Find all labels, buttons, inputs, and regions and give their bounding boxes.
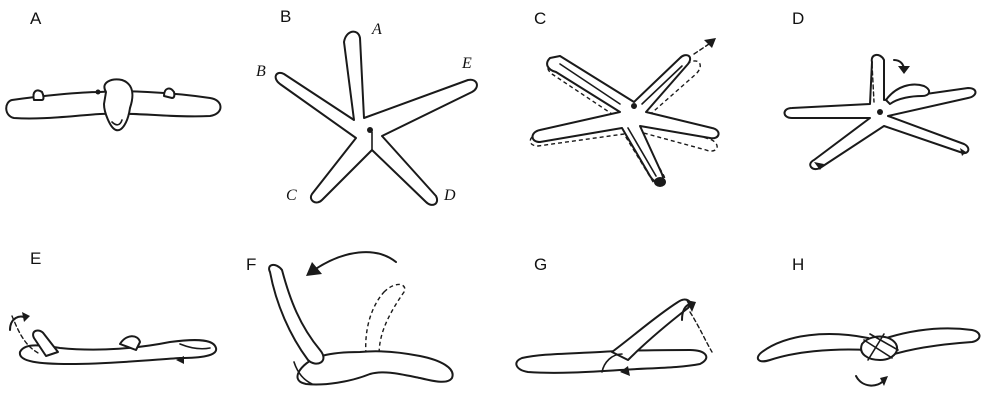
arm-label-e: E [461,55,472,72]
arm-label-c: C [286,187,297,204]
arm-label-b: B [256,63,266,80]
panel-b-starfish-top-view [276,32,477,205]
panel-g-label: G [534,255,547,274]
arm-label-a: A [371,21,382,38]
panel-f-starfish-flip [269,252,453,384]
panel-a: A [6,9,220,130]
panel-h: H [758,255,980,386]
panel-a-starfish-side-view [6,80,220,131]
panel-e-label: E [30,249,41,268]
panel-g-starfish-rolling [516,300,712,376]
panel-d-starfish-arm-lift [785,55,976,170]
panel-g: G [516,255,712,376]
arm-label-d: D [443,187,456,204]
panel-d: D [785,9,976,170]
panel-f: F [246,252,453,384]
panel-d-label: D [792,9,804,28]
panel-h-starfish-righted [758,328,980,386]
panel-h-label: H [792,255,804,274]
panel-b: B A B C D E [256,7,477,205]
panel-c-label: C [534,9,546,28]
panel-b-label: B [280,7,291,26]
panel-c-starfish-moving [530,38,718,187]
panel-e: E [10,249,216,364]
panel-e-starfish-side-lift [10,312,216,364]
panel-c: C [530,9,718,187]
panel-a-label: A [30,9,42,28]
panel-f-label: F [246,255,256,274]
